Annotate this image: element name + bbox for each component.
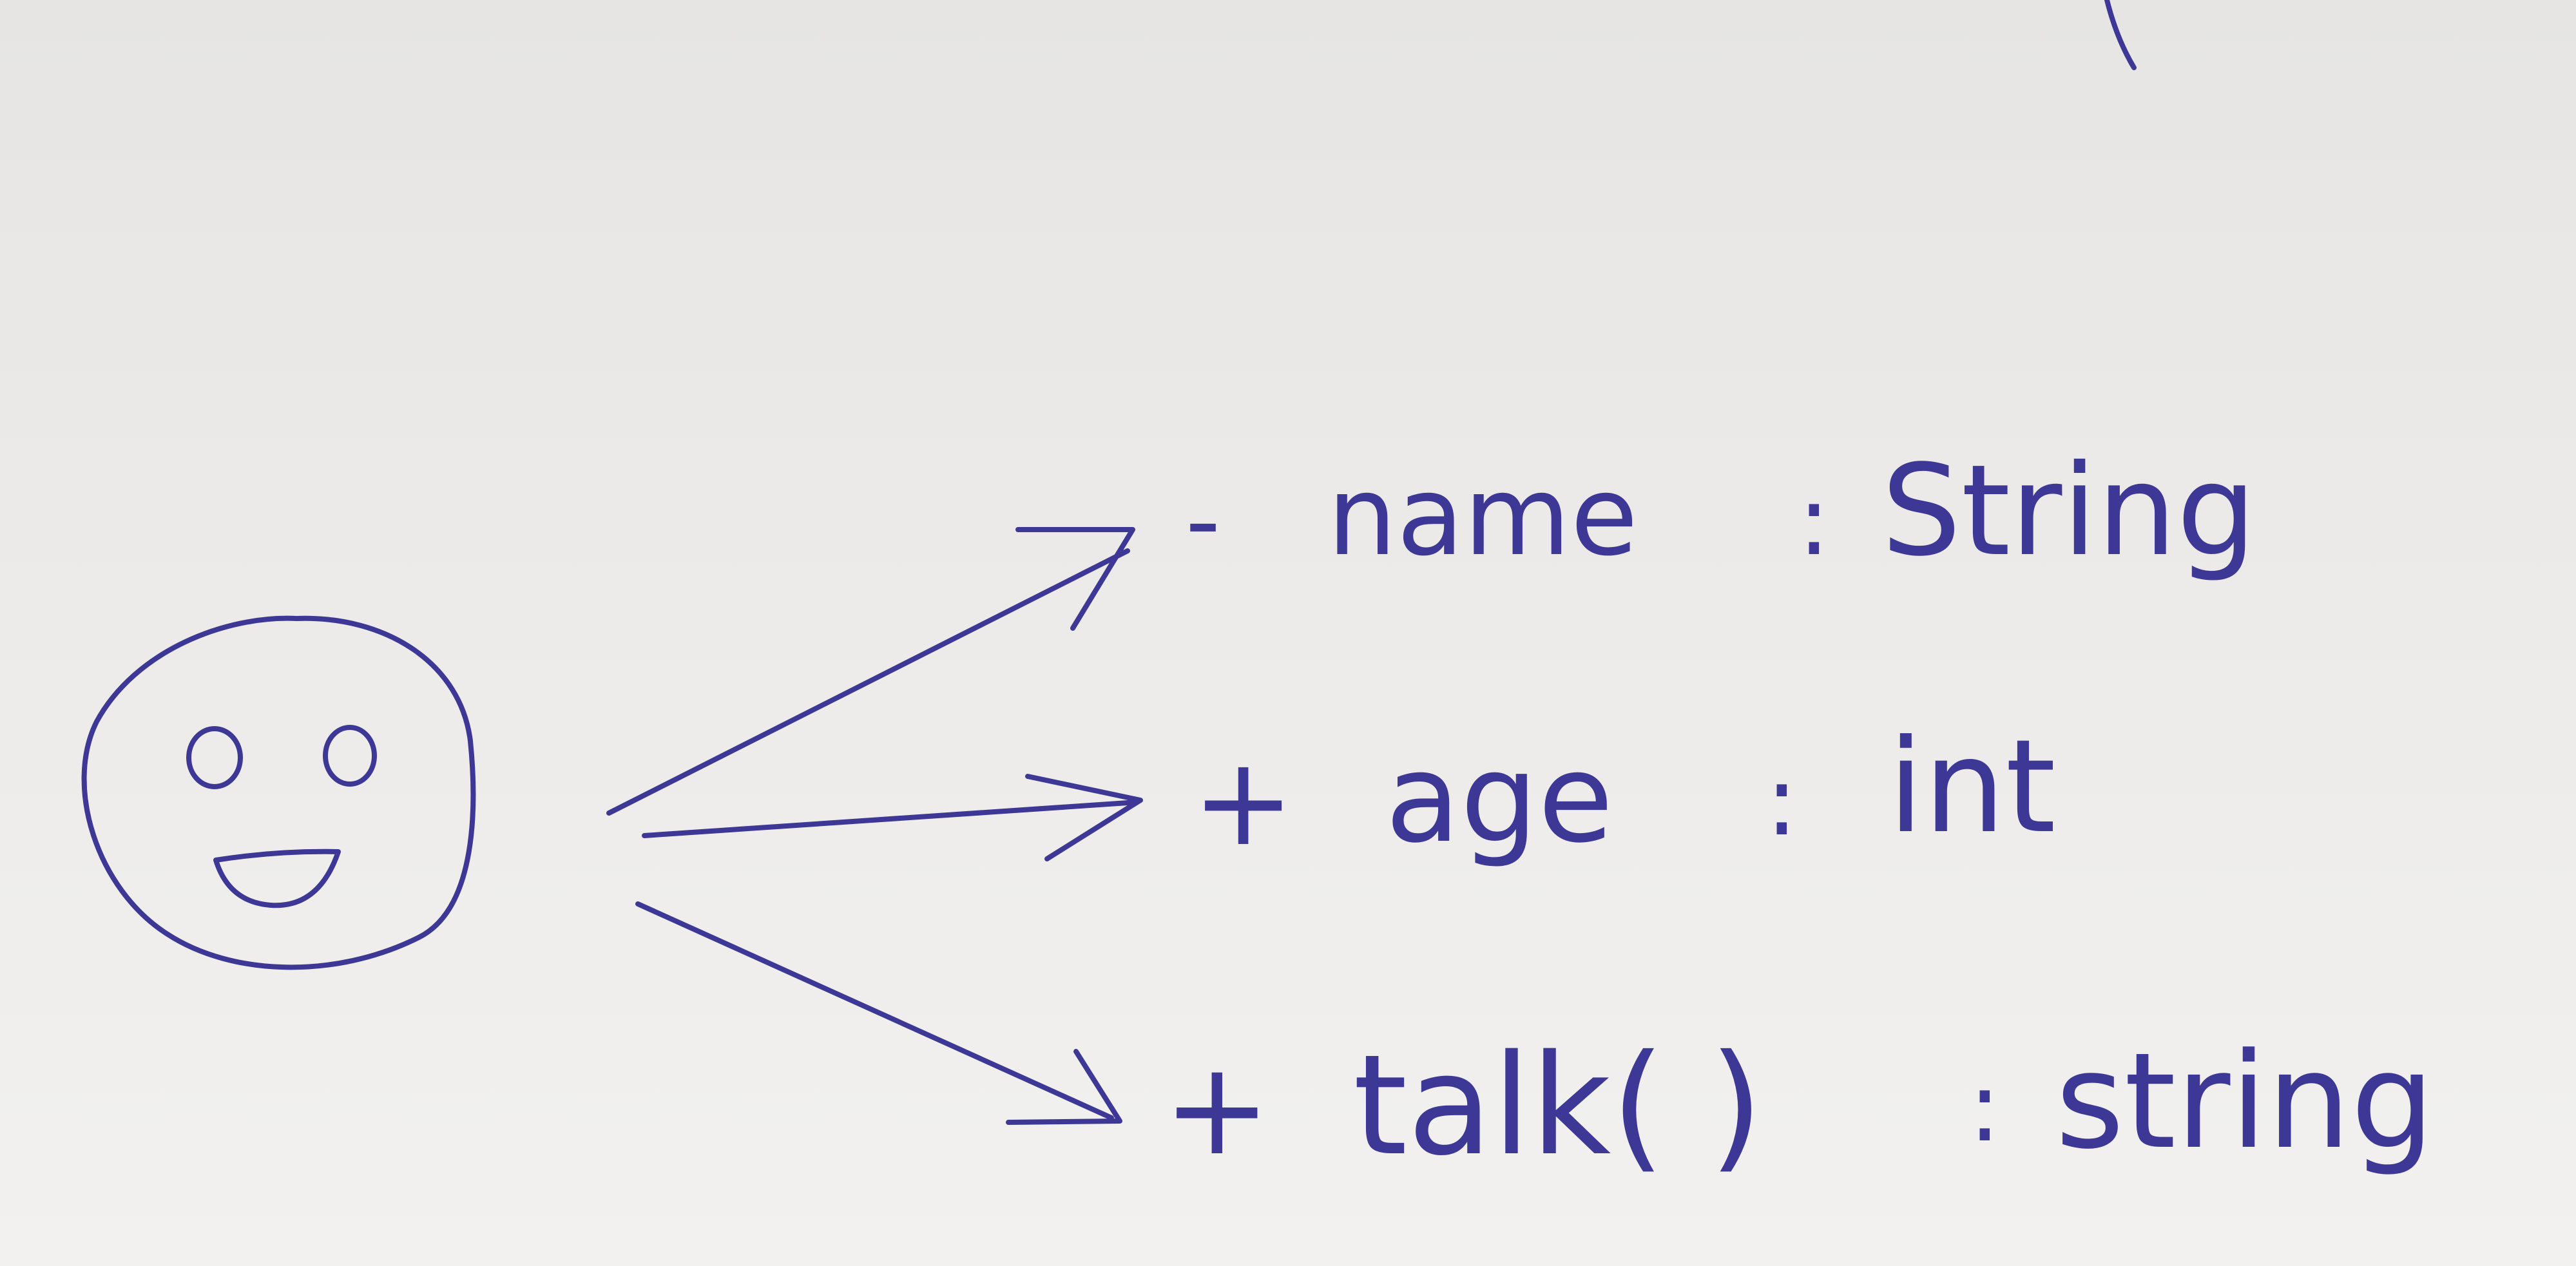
arrow-to-age bbox=[642, 774, 1143, 861]
attribute-row-age: + age : int bbox=[1192, 712, 2056, 873]
visibility-symbol: + bbox=[1163, 1034, 1271, 1184]
arrow-to-talk bbox=[635, 901, 1122, 1125]
arrow-head bbox=[1006, 1049, 1122, 1125]
type-separator: : bbox=[1968, 1051, 2001, 1164]
stray-pen-stroke bbox=[2104, 0, 2137, 70]
arrow-head bbox=[1025, 774, 1143, 861]
right-eye bbox=[323, 725, 377, 787]
attribute-type: String bbox=[1881, 437, 2256, 584]
arrow-to-name bbox=[606, 527, 1135, 816]
arrow-icon bbox=[642, 800, 1140, 838]
left-eye bbox=[186, 726, 243, 789]
return-type: string bbox=[2055, 1025, 2434, 1178]
attribute-row-talk: + talk( ) : string bbox=[1163, 1024, 2434, 1186]
face-outline bbox=[81, 615, 476, 970]
type-separator: : bbox=[1765, 745, 1798, 858]
method-name: talk( ) bbox=[1353, 1024, 1763, 1186]
type-separator: : bbox=[1798, 465, 1831, 577]
attribute-name: age bbox=[1385, 727, 1613, 870]
visibility-symbol: - bbox=[1186, 465, 1220, 577]
smile-mouth bbox=[213, 849, 341, 908]
attribute-row-name: - name : String bbox=[1186, 437, 2256, 584]
smiley-face-icon bbox=[81, 615, 476, 970]
attribute-name: name bbox=[1327, 453, 1638, 580]
arrow-head bbox=[1015, 527, 1135, 631]
arrow-icon bbox=[635, 901, 1114, 1120]
visibility-symbol: + bbox=[1192, 731, 1294, 873]
attribute-type: int bbox=[1888, 712, 2056, 862]
arrow-icon bbox=[606, 548, 1130, 816]
